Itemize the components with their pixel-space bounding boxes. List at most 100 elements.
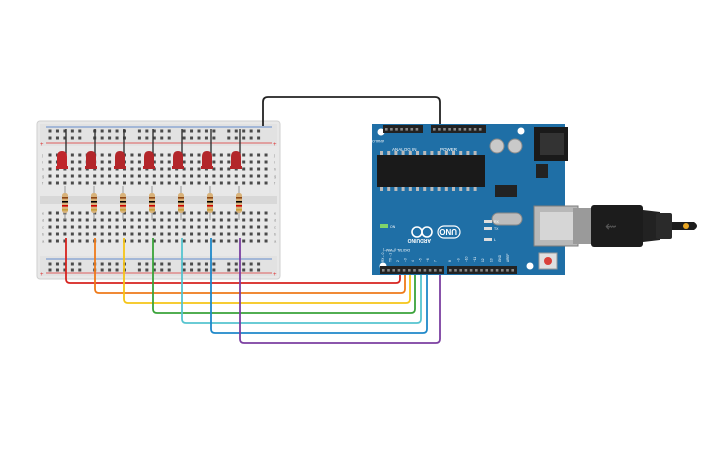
breadboard-hole[interactable] (137, 174, 141, 178)
breadboard-hole[interactable] (182, 218, 186, 222)
breadboard-hole[interactable] (48, 153, 52, 157)
rail-hole[interactable] (167, 136, 171, 140)
rail-hole[interactable] (63, 262, 67, 266)
breadboard-hole[interactable] (108, 232, 112, 236)
breadboard-hole[interactable] (55, 225, 59, 229)
breadboard-hole[interactable] (197, 160, 201, 164)
rail-hole[interactable] (108, 268, 112, 272)
breadboard-hole[interactable] (93, 174, 97, 178)
rail-hole[interactable] (234, 262, 238, 266)
header-pin[interactable] (473, 128, 477, 131)
breadboard-hole[interactable] (78, 153, 82, 157)
rail-hole[interactable] (55, 262, 59, 266)
breadboard-hole[interactable] (63, 239, 67, 243)
breadboard-hole[interactable] (93, 232, 97, 236)
breadboard-hole[interactable] (167, 239, 171, 243)
rail-hole[interactable] (182, 268, 186, 272)
breadboard-hole[interactable] (242, 232, 246, 236)
rail-hole[interactable] (212, 262, 216, 266)
breadboard-hole[interactable] (264, 153, 268, 157)
ground-wire[interactable] (262, 96, 441, 130)
header-pin[interactable] (454, 269, 457, 272)
rail-hole[interactable] (48, 262, 52, 266)
breadboard-hole[interactable] (219, 174, 223, 178)
header-pin[interactable] (390, 128, 393, 131)
breadboard-hole[interactable] (70, 181, 74, 185)
breadboard-hole[interactable] (130, 174, 134, 178)
breadboard-hole[interactable] (197, 181, 201, 185)
breadboard-hole[interactable] (78, 232, 82, 236)
header-pin[interactable] (449, 269, 452, 272)
breadboard-hole[interactable] (145, 232, 149, 236)
breadboard-hole[interactable] (130, 232, 134, 236)
breadboard-hole[interactable] (219, 181, 223, 185)
rail-hole[interactable] (108, 129, 112, 133)
breadboard-hole[interactable] (204, 239, 208, 243)
rail-hole[interactable] (63, 268, 67, 272)
breadboard-hole[interactable] (130, 211, 134, 215)
breadboard-hole[interactable] (190, 218, 194, 222)
breadboard-hole[interactable] (70, 225, 74, 229)
breadboard-hole[interactable] (167, 167, 171, 171)
rail-hole[interactable] (70, 262, 74, 266)
breadboard-hole[interactable] (137, 239, 141, 243)
breadboard-hole[interactable] (137, 211, 141, 215)
signal-wire[interactable] (123, 238, 411, 304)
rail-hole[interactable] (108, 262, 112, 266)
breadboard-hole[interactable] (234, 239, 238, 243)
rail-hole[interactable] (145, 268, 149, 272)
breadboard-hole[interactable] (204, 225, 208, 229)
breadboard-hole[interactable] (234, 181, 238, 185)
usb-cable[interactable]: ⇜ (573, 205, 697, 247)
breadboard-hole[interactable] (175, 239, 179, 243)
rail-hole[interactable] (190, 136, 194, 140)
breadboard-hole[interactable] (234, 211, 238, 215)
rail-hole[interactable] (152, 136, 156, 140)
breadboard-hole[interactable] (197, 174, 201, 178)
rail-hole[interactable] (242, 268, 246, 272)
breadboard-hole[interactable] (242, 167, 246, 171)
breadboard-hole[interactable] (78, 225, 82, 229)
header-pin[interactable] (410, 128, 414, 131)
header-pin[interactable] (478, 128, 482, 131)
header-pin[interactable] (397, 269, 401, 272)
rail-hole[interactable] (137, 262, 141, 266)
breadboard-hole[interactable] (85, 232, 89, 236)
breadboard-hole[interactable] (100, 232, 104, 236)
breadboard-hole[interactable] (204, 232, 208, 236)
breadboard-hole[interactable] (152, 153, 156, 157)
breadboard-hole[interactable] (145, 181, 149, 185)
led[interactable] (202, 151, 212, 168)
header-pin[interactable] (428, 269, 432, 272)
breadboard-hole[interactable] (63, 181, 67, 185)
led[interactable] (57, 151, 67, 168)
header-pin[interactable] (400, 128, 403, 131)
rail-hole[interactable] (167, 129, 171, 133)
breadboard-hole[interactable] (242, 218, 246, 222)
breadboard-hole[interactable] (264, 181, 268, 185)
breadboard-hole[interactable] (48, 160, 52, 164)
breadboard-hole[interactable] (190, 160, 194, 164)
breadboard-hole[interactable] (219, 160, 223, 164)
breadboard-hole[interactable] (70, 153, 74, 157)
breadboard-hole[interactable] (227, 167, 231, 171)
breadboard-hole[interactable] (264, 225, 268, 229)
breadboard-hole[interactable] (167, 160, 171, 164)
breadboard-hole[interactable] (257, 218, 261, 222)
rail-hole[interactable] (78, 136, 82, 140)
wires[interactable] (65, 238, 441, 344)
rail-hole[interactable] (152, 129, 156, 133)
breadboard-hole[interactable] (227, 174, 231, 178)
breadboard-hole[interactable] (70, 174, 74, 178)
rail-hole[interactable] (78, 129, 82, 133)
breadboard-hole[interactable] (123, 218, 126, 222)
breadboard-hole[interactable] (190, 232, 194, 236)
header-pin[interactable] (511, 269, 514, 272)
header-pin[interactable] (438, 128, 441, 131)
breadboard-hole[interactable] (257, 174, 261, 178)
breadboard-hole[interactable] (108, 160, 112, 164)
breadboard-hole[interactable] (115, 181, 119, 185)
breadboard-hole[interactable] (234, 218, 238, 222)
breadboard-hole[interactable] (204, 211, 208, 215)
rail-hole[interactable] (190, 129, 194, 133)
